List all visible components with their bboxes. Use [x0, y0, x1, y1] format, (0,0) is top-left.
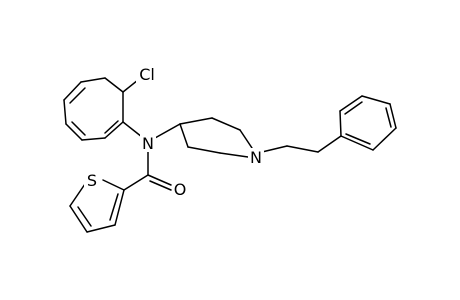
bond: [317, 135, 342, 153]
bond: [239, 129, 253, 149]
bond: [339, 110, 342, 137]
atom-label-s-text: S: [87, 171, 97, 190]
bond: [340, 135, 374, 151]
bond: [389, 103, 397, 129]
double-bond-inner: [71, 121, 86, 136]
bond: [104, 121, 124, 139]
carbonyl-group: [123, 174, 172, 191]
atom-label-n-amide-text: N: [142, 134, 154, 153]
atom-label-o-carbonyl: O: [172, 180, 188, 199]
bond: [123, 174, 149, 191]
double-bond-inner: [149, 180, 172, 191]
atom-label-s-thiophene: S: [84, 170, 100, 190]
bond: [219, 152, 249, 158]
bond: [211, 117, 241, 131]
phenethyl-chain: [261, 135, 342, 153]
phenyl-ring: [339, 95, 397, 151]
bond: [63, 99, 67, 125]
bond: [261, 145, 288, 153]
bond: [147, 174, 172, 186]
double-bond-inner: [344, 101, 363, 115]
atom-label-n-piperidine: N: [248, 148, 264, 167]
atom-label-cl: Cl: [136, 65, 158, 84]
bond: [69, 183, 86, 207]
bond: [122, 121, 143, 138]
bond: [65, 123, 83, 141]
bond: [81, 137, 106, 141]
atom-label-n-piperidine-text: N: [250, 148, 262, 167]
bond: [122, 79, 139, 93]
double-bond-inner: [104, 120, 119, 134]
bond: [80, 77, 106, 83]
bond: [114, 189, 125, 226]
bond: [179, 117, 213, 125]
thiophene-ring: [69, 179, 125, 233]
atom-label-cl-text: Cl: [139, 65, 155, 84]
bond: [361, 95, 391, 105]
bond: [372, 127, 397, 151]
bond: [286, 145, 319, 153]
bond: [104, 77, 124, 93]
bond: [69, 205, 88, 233]
double-bond-inner: [69, 87, 86, 104]
bond: [339, 95, 363, 112]
bond: [63, 81, 82, 101]
double-bond-inner: [385, 107, 392, 128]
bond: [187, 146, 221, 154]
atom-label-o-text: O: [174, 180, 187, 199]
piperidine-ring: [179, 117, 253, 158]
bond: [102, 179, 125, 191]
bond: [154, 123, 181, 139]
bond: [179, 123, 189, 148]
double-bond-inner: [345, 133, 371, 145]
double-bond-inner: [77, 206, 92, 227]
double-bond-inner: [109, 193, 119, 221]
bond: [86, 224, 116, 233]
chlorophenyl-ring: [63, 77, 139, 141]
atom-label-n-amide: N: [140, 134, 156, 153]
amide-nitrogen-bonds: [122, 121, 181, 176]
